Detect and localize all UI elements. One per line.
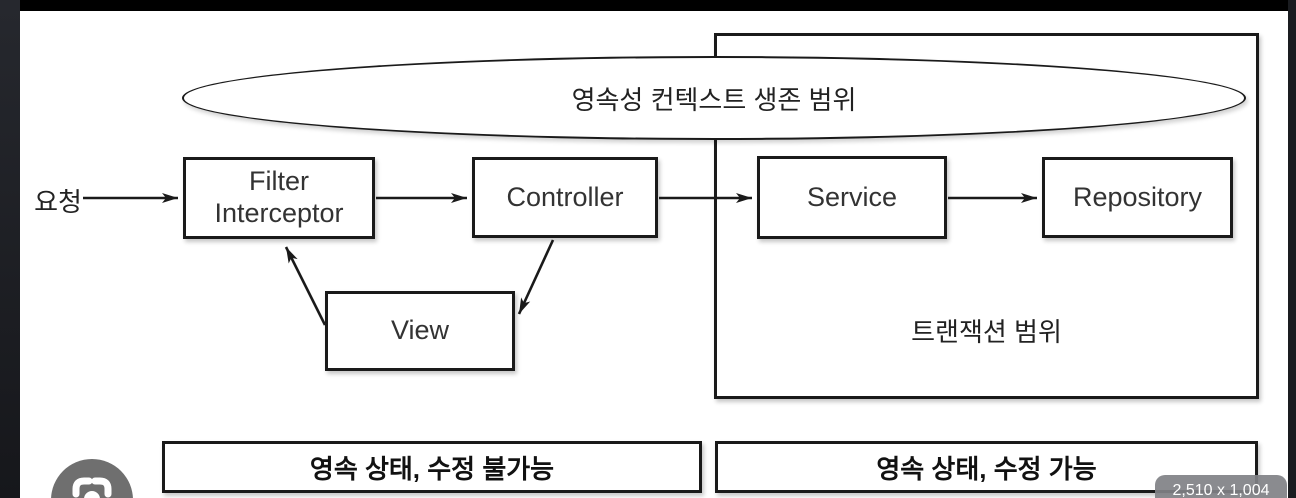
- view-label: View: [390, 315, 450, 346]
- legend-left-label: 영속 상태, 수정 불가능: [309, 453, 555, 484]
- google-lens-icon: [51, 459, 133, 498]
- arrow-view-to-filter: [284, 246, 327, 326]
- service-label: Service: [806, 181, 898, 212]
- box-view: View: [325, 291, 515, 371]
- viewer-left-strip: [0, 0, 20, 498]
- diagram-canvas: 트랜잭션 범위 영속성 컨텍스트 생존 범위 요청 Filter Interce…: [20, 11, 1288, 498]
- filter-label-line1: Filter: [249, 166, 309, 197]
- viewer-right-strip: [1288, 0, 1296, 498]
- box-controller: Controller: [472, 157, 658, 238]
- filter-label-line2: Interceptor: [214, 198, 344, 228]
- box-service: Service: [757, 156, 947, 239]
- arrows-layer: [83, 193, 1037, 326]
- box-filter-interceptor: Filter Interceptor: [183, 157, 375, 239]
- legend-detached-state-box: 영속 상태, 수정 불가능: [162, 441, 702, 493]
- request-label: 요청: [34, 187, 82, 217]
- image-dimensions-text: 2,510 x 1,004: [1172, 482, 1270, 498]
- controller-label: Controller: [506, 181, 624, 212]
- arrow-controller-to-view: [517, 239, 555, 315]
- persistence-context-ellipse: 영속성 컨텍스트 생존 범위: [182, 56, 1246, 140]
- google-lens-button[interactable]: [51, 459, 133, 498]
- repository-label: Repository: [1072, 181, 1203, 212]
- persistence-context-label: 영속성 컨텍스트 생존 범위: [571, 84, 857, 115]
- viewer-top-bar: [0, 0, 1296, 11]
- transaction-scope-label: 트랜잭션 범위: [911, 317, 1062, 347]
- box-repository: Repository: [1042, 157, 1233, 238]
- legend-right-label: 영속 상태, 수정 가능: [876, 453, 1097, 484]
- image-dimensions-badge: 2,510 x 1,004: [1155, 475, 1287, 498]
